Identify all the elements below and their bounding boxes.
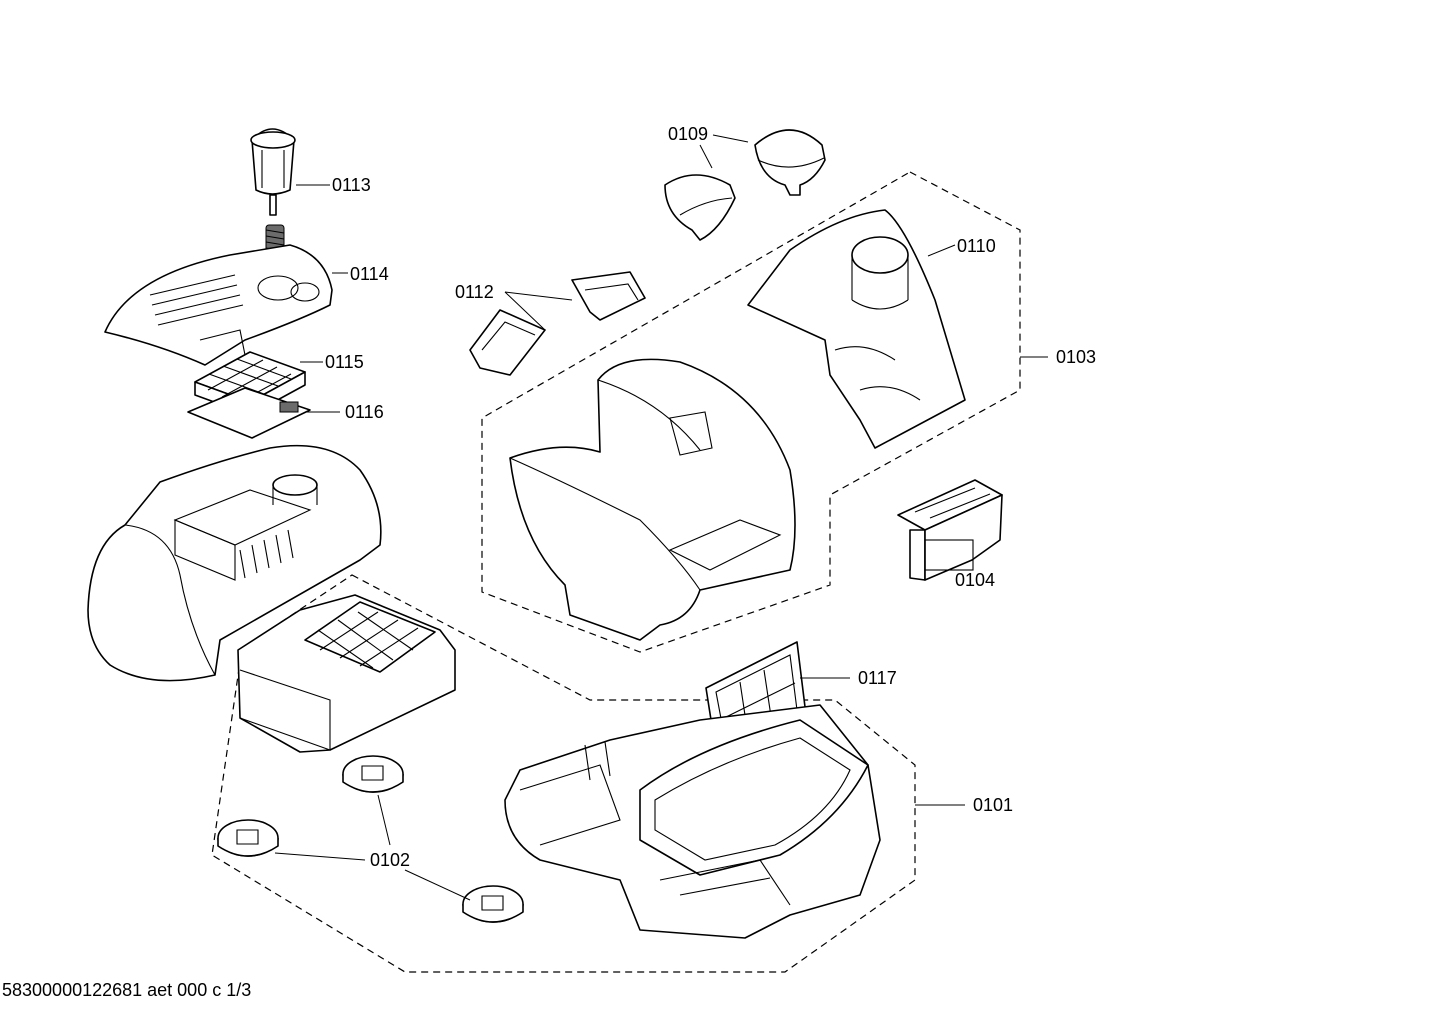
group-outline-0101 [211,574,916,973]
leader-0109b [699,144,713,169]
part-0112-flap-b [469,309,546,376]
part-motor-housing [237,594,456,753]
part-0109-cap-b [754,129,826,196]
part-0116-filter-mat [187,387,311,439]
part-0101-base [504,704,881,939]
leader-0102a [377,794,391,846]
part-0112-flap-a [571,271,646,321]
part-0109-cap-a [664,174,736,241]
callout-0109: 0109 [668,124,708,144]
part-0113-knob [250,128,296,216]
callout-0103: 0103 [1056,347,1096,367]
callout-0112: 0112 [455,282,494,302]
part-0102-wheel-a [342,755,404,793]
callout-0116: 0116 [345,402,384,422]
callout-0115: 0115 [325,352,364,372]
callout-0104: 0104 [955,570,995,590]
group-outline-0103 [481,171,1021,653]
leader-0110 [927,244,956,257]
callout-0110: 0110 [957,236,996,256]
leader-0102b [274,852,366,861]
callout-0117: 0117 [858,668,897,688]
leader-0102c [404,869,471,901]
document-code: 58300000122681 aet 000 c 1/3 [2,980,252,1000]
leader-0112b [504,291,546,331]
leader-0112 [504,291,573,301]
part-0110-lid [747,209,966,449]
callout-0113: 0113 [332,175,371,195]
callout-0114: 0114 [350,264,389,284]
part-0104-filter-unit [897,479,1003,581]
leader-0109a [712,134,749,143]
part-0114-top-cover [104,244,333,366]
part-housing-shell [87,444,382,682]
callout-0102: 0102 [370,850,410,870]
part-0102-wheel-c [462,885,524,923]
part-bag-compartment [509,358,796,641]
callout-0101: 0101 [973,795,1013,815]
part-0102-wheel-b [217,819,279,857]
